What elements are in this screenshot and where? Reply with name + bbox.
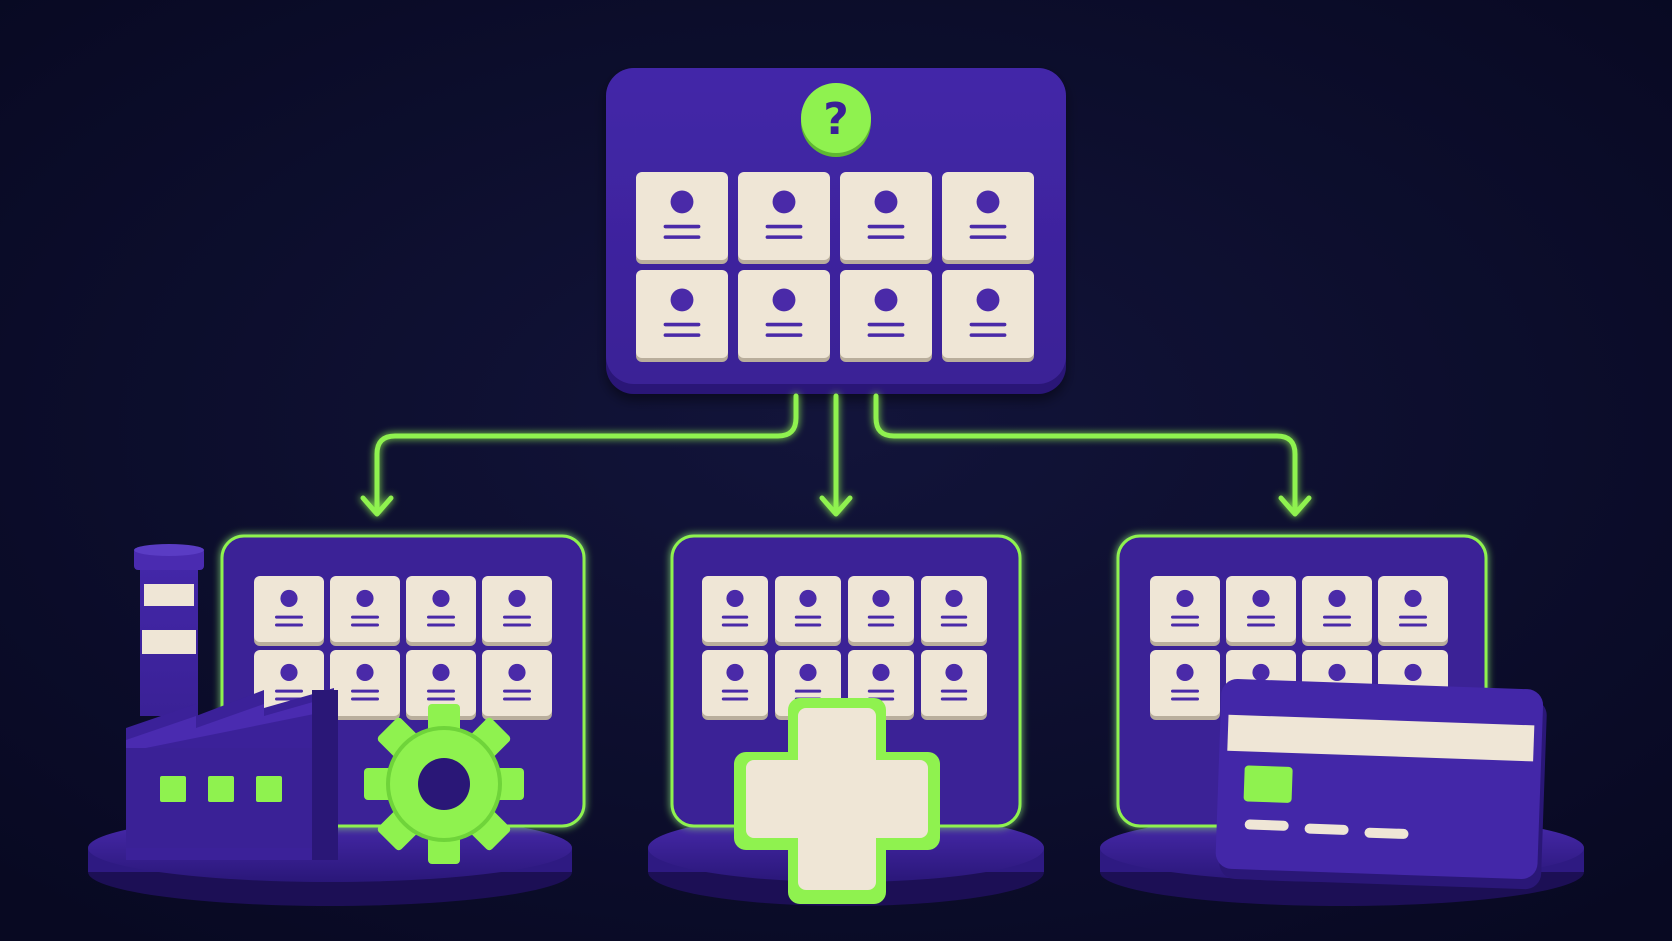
person-avatar-icon [280, 663, 298, 682]
profile-card [702, 576, 768, 646]
medical-cross-icon [734, 698, 940, 904]
arrow-right-head [1278, 495, 1312, 517]
person-avatar-icon [670, 190, 694, 214]
profile-card [636, 270, 728, 362]
person-avatar-icon [772, 288, 796, 312]
person-avatar-icon [726, 663, 744, 682]
person-avatar-icon [1176, 663, 1194, 682]
profile-card [482, 650, 552, 720]
arrow-left [374, 393, 799, 515]
question-badge: ? [801, 83, 871, 157]
person-avatar-icon [726, 589, 744, 608]
person-avatar-icon [432, 589, 450, 608]
credit-card-icon [1215, 679, 1547, 890]
person-avatar-icon [432, 663, 450, 682]
person-avatar-icon [670, 288, 694, 312]
person-avatar-icon [1252, 589, 1270, 608]
person-avatar-icon [1252, 663, 1270, 682]
person-avatar-icon [356, 663, 374, 682]
person-avatar-icon [945, 589, 963, 608]
person-avatar-icon [1328, 663, 1346, 682]
person-avatar-icon [872, 663, 890, 682]
person-avatar-icon [1404, 663, 1422, 682]
arrow-right [873, 393, 1298, 515]
person-avatar-icon [976, 288, 1000, 312]
person-avatar-icon [945, 663, 963, 682]
profile-card [738, 172, 830, 264]
person-avatar-icon [874, 190, 898, 214]
connectors [360, 393, 1312, 517]
person-avatar-icon [1404, 589, 1422, 608]
profile-card [942, 172, 1034, 264]
person-avatar-icon [872, 589, 890, 608]
profile-card [254, 576, 324, 646]
person-avatar-icon [976, 190, 1000, 214]
question-mark-icon: ? [823, 94, 849, 145]
person-avatar-icon [508, 589, 526, 608]
person-avatar-icon [1328, 589, 1346, 608]
profile-card [1226, 576, 1296, 646]
profile-card [406, 576, 476, 646]
arrow-center-head [819, 495, 853, 517]
gear-icon [364, 704, 524, 864]
center-profile-grid [702, 576, 987, 720]
profile-card [330, 650, 400, 720]
profile-card [921, 576, 987, 646]
factory-icon [126, 544, 338, 860]
profile-card [840, 172, 932, 264]
profile-card [942, 270, 1034, 362]
profile-card [1302, 576, 1372, 646]
profile-card [702, 650, 768, 720]
top-profile-grid [636, 172, 1034, 362]
profile-card [330, 576, 400, 646]
person-avatar-icon [356, 589, 374, 608]
person-avatar-icon [508, 663, 526, 682]
arrow-left-head [360, 495, 394, 517]
profile-card [775, 576, 841, 646]
profile-card [840, 270, 932, 362]
profile-card [636, 172, 728, 264]
person-avatar-icon [799, 663, 817, 682]
profile-card [921, 650, 987, 720]
person-avatar-icon [280, 589, 298, 608]
profile-card [1378, 576, 1448, 646]
person-avatar-icon [1176, 589, 1194, 608]
profile-card [482, 576, 552, 646]
profile-card [1150, 650, 1220, 720]
profile-card [848, 576, 914, 646]
person-avatar-icon [874, 288, 898, 312]
person-avatar-icon [772, 190, 796, 214]
profile-card [738, 270, 830, 362]
profile-card [406, 650, 476, 720]
left-profile-grid [254, 576, 552, 720]
person-avatar-icon [799, 589, 817, 608]
profile-card [1150, 576, 1220, 646]
